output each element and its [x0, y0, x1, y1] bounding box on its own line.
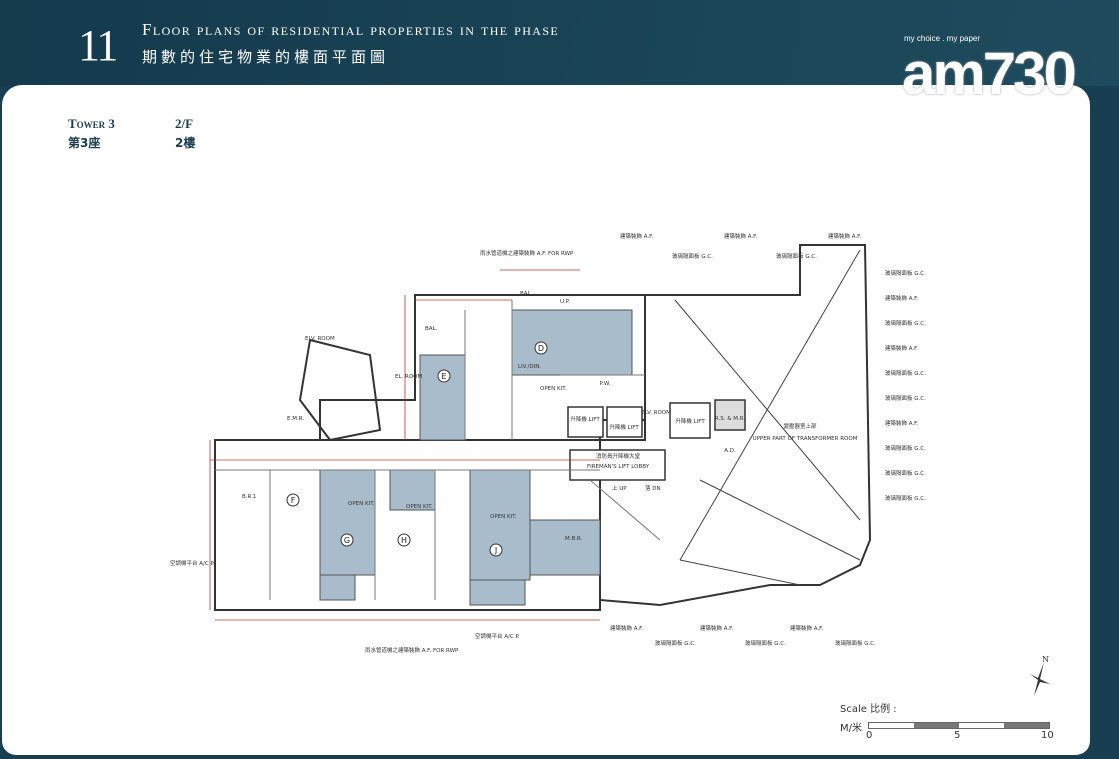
transformer-en: UPPER PART OF TRANSFORMER ROOM [753, 436, 858, 442]
el-room-label: EL. ROOM [395, 374, 423, 380]
acp-bottom: 空調機平台 A/C P. [475, 632, 520, 640]
top-labels-item: 玻璃隔面板 G.C. [672, 252, 713, 260]
unit-g: G [340, 533, 354, 547]
floor-zh: 2樓 [175, 136, 196, 150]
tower-zh: 第3座 [68, 136, 101, 150]
open-kit-d: OPEN KIT. [540, 386, 567, 392]
lift-1-label: 升降機 LIFT [570, 415, 600, 423]
bottom-labels-item: 建築裝飾 A.F. [610, 624, 643, 632]
unit-f: F [286, 493, 300, 507]
svg-text:D: D [538, 344, 544, 353]
open-kit-j: OPEN KIT. [490, 514, 517, 520]
side-labels-item: 建築裝飾 A.F. [885, 344, 918, 352]
elv-room-label: ELV. ROOM [641, 410, 671, 416]
refuse-room-label: R.S. & M.R. [715, 416, 746, 422]
elv-room-left-label: ELV. ROOM [305, 336, 335, 342]
svg-text:N: N [1042, 655, 1049, 664]
bottom-labels-item: 建築裝飾 A.F. [790, 624, 823, 632]
utility-platform-d: U.P. [560, 299, 570, 305]
open-kit-h: OPEN KIT. [406, 504, 433, 510]
top-labels-item: 玻璃隔面板 G.C. [776, 252, 817, 260]
side-labels-item: 玻璃隔面板 G.C. [885, 369, 926, 377]
unit-h: H [397, 533, 411, 547]
dimension-lines [209, 269, 600, 621]
lift-core [567, 399, 746, 481]
scale-bar-graphic [868, 722, 1050, 729]
svg-text:G: G [344, 536, 350, 545]
side-labels-item: 玻璃隔面板 G.C. [885, 444, 926, 452]
scale-unit: M/米 [840, 723, 862, 734]
mbr-j: M.B.R. [565, 536, 583, 542]
liv-din-d: LIV./DIN. [518, 364, 541, 370]
unit-e: E [437, 369, 451, 383]
lift-3-label: 升降機 LIFT [675, 417, 705, 425]
page-header: 11 Floor plans of residential properties… [0, 0, 1119, 86]
stair-dn-label: 落 DN [645, 484, 661, 492]
side-labels-item: 玻璃隔面板 G.C. [885, 469, 926, 477]
unit-j: J [489, 543, 503, 557]
lift-2-label: 升降機 LIFT [609, 423, 639, 431]
stair-up-label: 上 UP [612, 484, 627, 492]
af-rwp-bottom: 雨水管道機之建築裝飾 A.F. FOR RWP [365, 646, 459, 654]
scale-tick-5: 5 [954, 730, 961, 741]
section-title-en: Floor plans of residential properties in… [142, 20, 560, 39]
pw-label: P.W. [600, 381, 611, 387]
north-arrow-icon: N [1018, 652, 1058, 706]
logo-tagline: my choice . my paper [904, 34, 981, 43]
side-labels-item: 玻璃隔面板 G.C. [885, 319, 926, 327]
open-kit-g: OPEN KIT. [348, 501, 375, 507]
ad-label: A.D. [724, 448, 736, 454]
transformer-lines [674, 249, 861, 586]
side-labels-item: 建築裝飾 A.F. [885, 419, 918, 427]
fireman-lobby-zh: 消防員升降機大堂 [596, 452, 641, 460]
bottom-labels-item: 玻璃隔面板 G.C. [835, 639, 876, 647]
tower-en: Tower 3 [68, 116, 115, 131]
bal-d: BAL. [520, 291, 533, 297]
logo-wordmark: am730 [902, 40, 1077, 107]
bal-e: BAL. [425, 326, 438, 332]
side-labels-item: 玻璃隔面板 G.C. [885, 394, 926, 402]
acp-left: 空調機平台 A/C P. [170, 559, 215, 567]
svg-text:H: H [401, 536, 407, 545]
scale-bar: Scale 比例 : M/米 0 5 10 [840, 700, 1054, 743]
top-labels-item: 建築裝飾 A.F. [724, 232, 757, 240]
bottom-labels-item: 玻璃隔面板 G.C. [745, 639, 786, 647]
am730-logo: my choice . my paper am730 [890, 34, 1080, 104]
scale-label: Scale 比例 : [840, 704, 897, 715]
br1-f: B.R.1 [242, 494, 256, 500]
side-labels-item: 玻璃隔面板 G.C. [885, 269, 926, 277]
emr-label: E.M.R. [287, 416, 304, 422]
bottom-labels-item: 玻璃隔面板 G.C. [655, 639, 696, 647]
transformer-zh: 變壓器室上部 [783, 422, 817, 430]
section-number: 11 [78, 21, 118, 70]
fireman-lobby-en: FIREMAN'S LIFT LOBBY [587, 464, 650, 470]
scale-tick-10: 10 [1041, 730, 1054, 741]
unit-d: D [534, 341, 548, 355]
scale-tick-0: 0 [866, 730, 873, 741]
svg-text:F: F [291, 496, 296, 505]
svg-text:E: E [441, 372, 446, 381]
af-rwp-top: 雨水管道機之建築裝飾 A.F. FOR RWP [480, 249, 574, 257]
top-labels-item: 建築裝飾 A.F. [828, 232, 861, 240]
page-card [2, 85, 1090, 755]
partitions [215, 300, 661, 600]
bottom-labels-item: 建築裝飾 A.F. [700, 624, 733, 632]
section-title-zh: 期數的住宅物業的樓面平面圖 [142, 48, 390, 66]
floor-en: 2/F [175, 116, 194, 131]
unit-areas [319, 309, 633, 606]
top-labels-item: 建築裝飾 A.F. [620, 232, 653, 240]
side-labels-item: 玻璃隔面板 G.C. [885, 494, 926, 502]
side-labels-item: 建築裝飾 A.F. [885, 294, 918, 302]
svg-text:J: J [494, 546, 497, 555]
